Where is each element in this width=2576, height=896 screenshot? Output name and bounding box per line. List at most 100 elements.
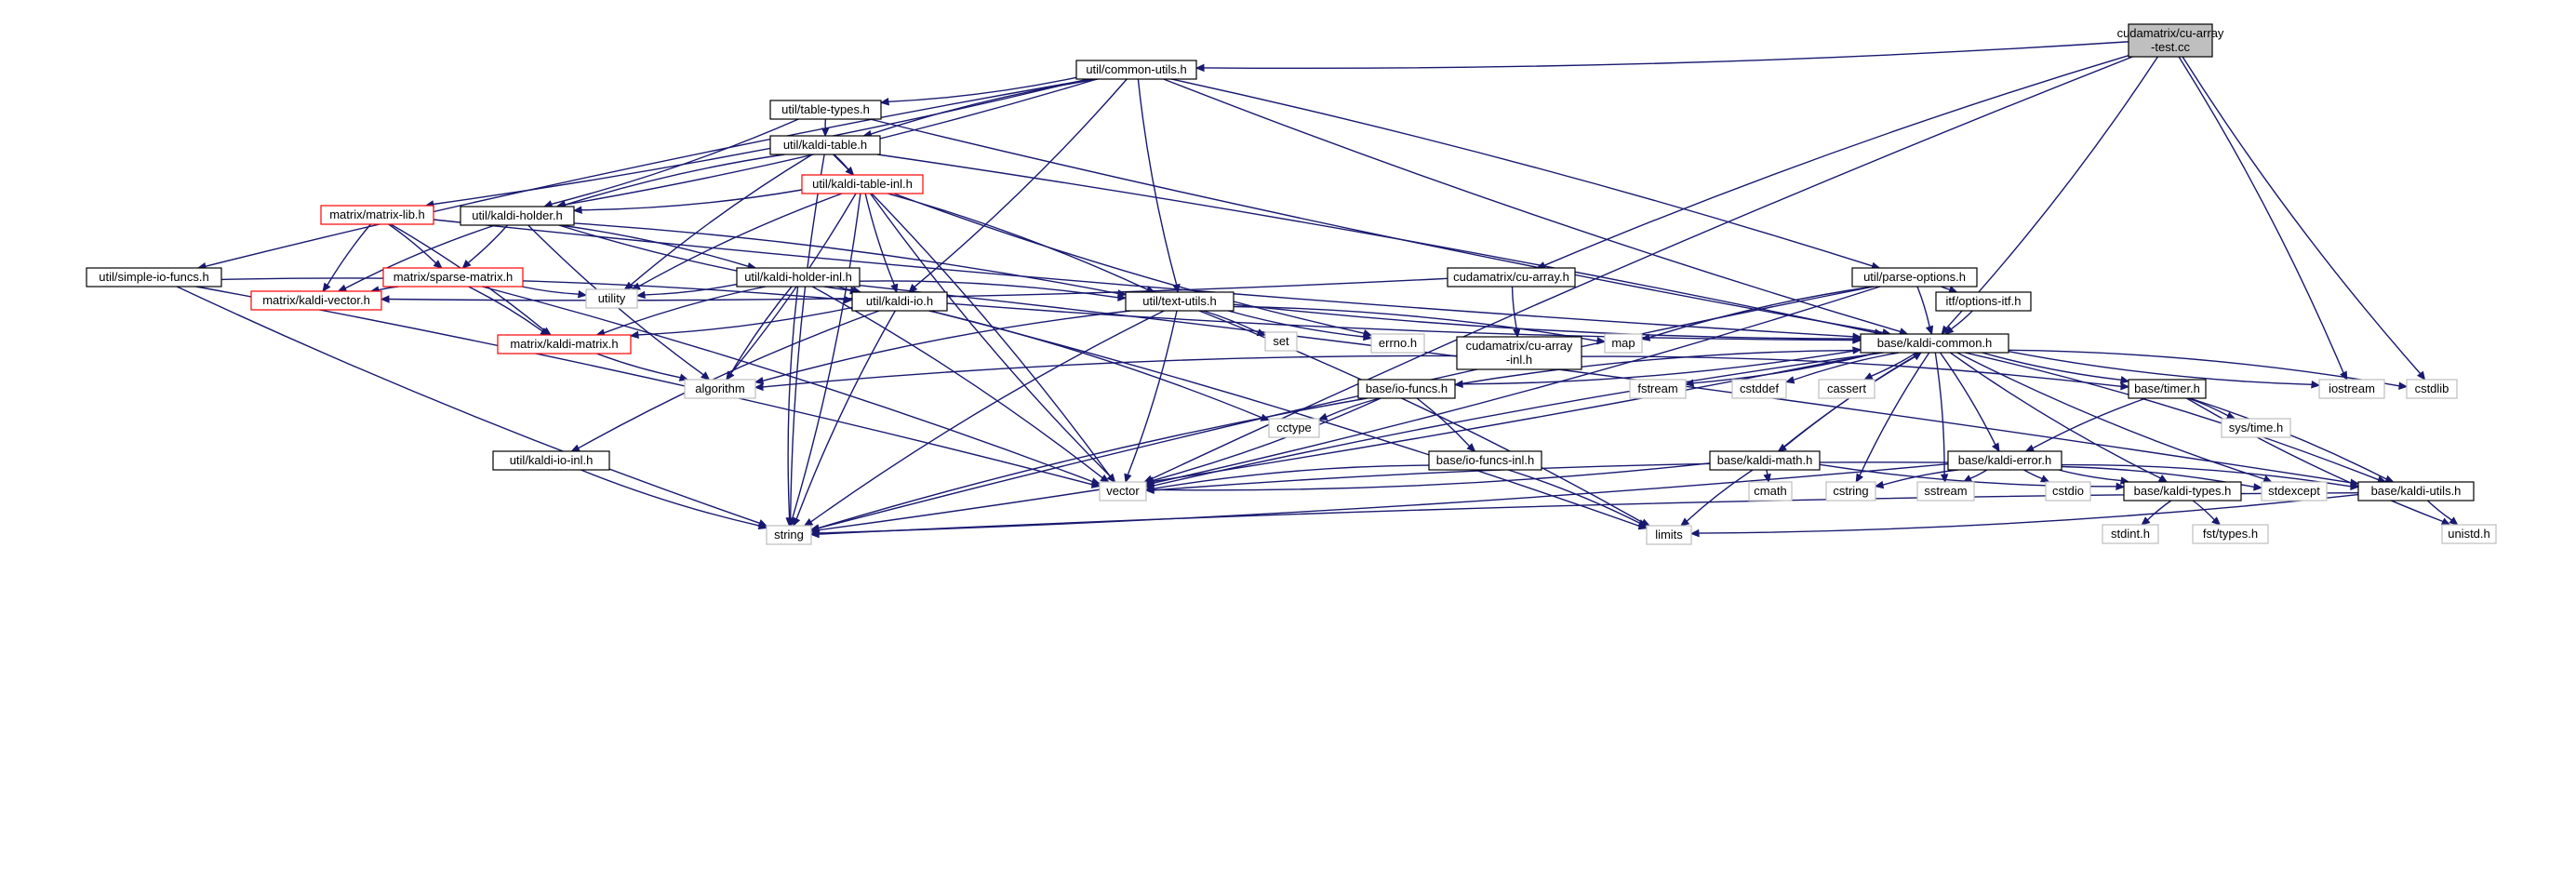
edge-kaldi-common-to-sstream xyxy=(1934,352,1949,484)
node-table-types[interactable]: util/table-types.h xyxy=(769,100,882,120)
node-cu-array[interactable]: cudamatrix/cu-array.h xyxy=(1447,267,1576,288)
node-label: cudamatrix/cu-array xyxy=(1466,339,1573,353)
node-box xyxy=(2192,524,2269,544)
node-kaldi-matrix[interactable]: matrix/kaldi-matrix.h xyxy=(497,334,632,354)
node-box xyxy=(1825,481,1876,501)
node-cu-array-inl[interactable]: cudamatrix/cu-array-inl.h xyxy=(1456,336,1582,370)
edge-text-utils-to-algorithm xyxy=(754,310,1131,385)
node-fst-types: fst/types.h xyxy=(2192,524,2269,544)
node-kaldi-math[interactable]: base/kaldi-math.h xyxy=(1709,450,1821,471)
node-label: base/io-funcs-inl.h xyxy=(1436,453,1535,467)
node-kaldi-holder[interactable]: util/kaldi-holder.h xyxy=(460,206,575,226)
node-label: matrix/kaldi-vector.h xyxy=(262,293,370,307)
node-label: matrix/kaldi-matrix.h xyxy=(510,337,618,351)
edge-simple-io-to-string xyxy=(176,286,768,528)
edge-kaldi-io-to-string xyxy=(793,310,896,528)
node-cstdlib: cstdlib xyxy=(2406,379,2458,399)
node-label: util/kaldi-io.h xyxy=(866,294,933,308)
node-string: string xyxy=(766,525,812,545)
node-label: util/table-types.h xyxy=(781,102,870,116)
edge-io-funcs-to-io-funcs-inl xyxy=(1416,397,1476,452)
edge-kaldi-holder-inl-to-algorithm xyxy=(726,286,793,381)
edge-kaldi-holder-inl-to-string xyxy=(785,286,799,528)
node-utility: utility xyxy=(585,288,638,309)
edge-io-funcs-to-vector xyxy=(1144,397,1381,485)
node-box xyxy=(1264,331,1298,352)
node-box xyxy=(851,291,948,312)
edge-kaldi-common-to-string xyxy=(809,352,1879,534)
node-label: util/kaldi-table.h xyxy=(783,138,867,152)
node-kaldi-common[interactable]: base/kaldi-common.h xyxy=(1860,333,2009,354)
node-kaldi-io[interactable]: util/kaldi-io.h xyxy=(851,291,948,312)
node-label: sys/time.h xyxy=(2229,421,2284,435)
node-label: -test.cc xyxy=(2151,40,2190,54)
edge-kaldi-math-to-limits xyxy=(1679,469,1754,527)
node-cstddef: cstddef xyxy=(1731,379,1787,399)
node-box xyxy=(2102,524,2159,544)
node-timer[interactable]: base/timer.h xyxy=(2128,379,2207,399)
edge-matrix-lib-to-kaldi-common xyxy=(433,219,1862,341)
node-box xyxy=(1428,450,1542,471)
node-box xyxy=(736,267,861,288)
edge-common-utils-to-matrix-lib xyxy=(424,78,1088,208)
edge-kaldi-common-to-cstdlib xyxy=(2008,349,2409,391)
node-kaldi-io-inl[interactable]: util/kaldi-io-inl.h xyxy=(492,450,610,471)
node-box xyxy=(492,450,610,471)
edge-kaldi-types-to-fst-types xyxy=(2192,500,2222,526)
node-label: errno.h xyxy=(1379,336,1417,350)
node-kaldi-holder-inl[interactable]: util/kaldi-holder-inl.h xyxy=(736,267,861,288)
node-io-funcs-inl[interactable]: base/io-funcs-inl.h xyxy=(1428,450,1542,471)
node-matrix-lib[interactable]: matrix/matrix-lib.h xyxy=(320,205,434,225)
node-label: cstdio xyxy=(2052,484,2084,498)
node-box xyxy=(769,100,882,120)
node-box xyxy=(1604,333,1643,354)
edge-table-types-to-kaldi-table xyxy=(821,118,830,138)
node-io-funcs[interactable]: base/io-funcs.h xyxy=(1357,379,1456,399)
node-kaldi-error[interactable]: base/kaldi-error.h xyxy=(1947,450,2062,471)
edge-kaldi-utils-to-limits xyxy=(1689,493,2359,538)
node-kaldi-table[interactable]: util/kaldi-table.h xyxy=(769,135,881,155)
nodes-layer: cudamatrix/cu-array-test.ccutil/common-u… xyxy=(86,23,2497,545)
node-label: util/kaldi-holder-inl.h xyxy=(744,270,852,284)
node-box xyxy=(86,267,222,288)
node-box xyxy=(1916,481,1975,501)
node-sparse-matrix[interactable]: matrix/sparse-matrix.h xyxy=(382,267,524,288)
node-label: sstream xyxy=(1924,484,1967,498)
node-parse-options[interactable]: util/parse-options.h xyxy=(1851,267,1978,288)
node-box xyxy=(769,135,881,155)
edge-kaldi-table-inl-to-errno xyxy=(893,193,1373,338)
node-options-itf[interactable]: itf/options-itf.h xyxy=(1935,291,2032,312)
node-box xyxy=(1851,267,1978,288)
node-box xyxy=(1456,336,1582,370)
node-vector: vector xyxy=(1099,481,1147,501)
node-label: set xyxy=(1273,334,1289,348)
edge-kaldi-error-to-kaldi-utils xyxy=(2061,463,2360,491)
node-box xyxy=(2221,418,2291,438)
node-kaldi-table-inl[interactable]: util/kaldi-table-inl.h xyxy=(801,174,924,194)
node-box xyxy=(1646,525,1692,545)
node-text-utils[interactable]: util/text-utils.h xyxy=(1125,291,1235,312)
node-box xyxy=(801,174,924,194)
edge-root-to-cu-array xyxy=(1536,55,2129,270)
edge-options-itf-to-kaldi-common xyxy=(1944,310,1973,335)
node-root[interactable]: cudamatrix/cu-array-test.cc xyxy=(2117,23,2224,58)
edge-kaldi-common-to-kaldi-error xyxy=(1939,352,2000,453)
node-box xyxy=(2128,379,2207,399)
edge-common-utils-to-text-utils xyxy=(1137,78,1181,294)
node-label: cstddef xyxy=(1740,381,1779,395)
node-iostream: iostream xyxy=(2318,379,2385,399)
node-box xyxy=(585,288,638,309)
node-label: cstring xyxy=(1833,484,1868,498)
node-kaldi-utils[interactable]: base/kaldi-utils.h xyxy=(2357,481,2475,501)
node-kaldi-types[interactable]: base/kaldi-types.h xyxy=(2123,481,2242,501)
node-label: base/io-funcs.h xyxy=(1366,381,1448,395)
node-box xyxy=(766,525,812,545)
node-kaldi-vector[interactable]: matrix/kaldi-vector.h xyxy=(250,290,382,311)
node-label: stdint.h xyxy=(2111,527,2150,541)
edges-layer xyxy=(176,41,2459,539)
edge-table-types-to-kaldi-holder xyxy=(542,118,799,208)
node-common-utils[interactable]: util/common-utils.h xyxy=(1075,60,1197,80)
node-simple-io[interactable]: util/simple-io-funcs.h xyxy=(86,267,222,288)
node-box xyxy=(1731,379,1787,399)
